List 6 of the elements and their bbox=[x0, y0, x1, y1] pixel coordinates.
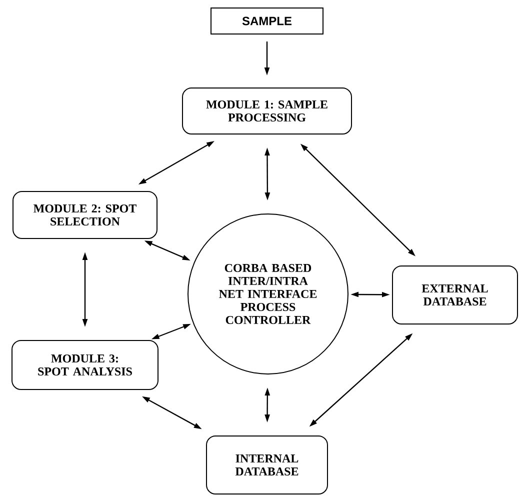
module-box: MODULE 3: SPOT ANALYSIS bbox=[12, 340, 158, 390]
database-box: INTERNAL DATABASE bbox=[206, 436, 328, 494]
module-box: MODULE 1: SAMPLE PROCESSING bbox=[182, 88, 352, 134]
module-box: MODULE 2: SPOT SELECTION bbox=[12, 191, 158, 239]
database-box: EXTERNAL DATABASE bbox=[392, 266, 518, 324]
input-box: SAMPLE bbox=[210, 8, 324, 34]
